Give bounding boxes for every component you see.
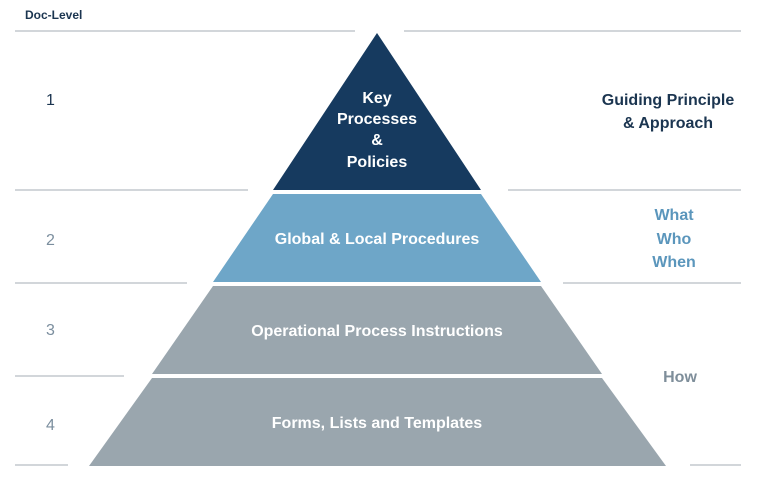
doc-level-header: Doc-Level — [25, 8, 82, 22]
separator-lines — [15, 30, 741, 466]
pyramid-tier-4 — [89, 378, 666, 466]
pyramid-tier-1 — [273, 33, 481, 190]
tier-4-label: Forms, Lists and Templates — [272, 415, 483, 432]
tier-1-line: Processes — [337, 111, 417, 128]
tier-1-line: & — [371, 132, 383, 149]
level-number-2: 2 — [46, 232, 55, 249]
pyramid-tier-2 — [213, 194, 541, 282]
tier-1-line: Key — [362, 90, 391, 107]
side-label-level-2: When — [652, 254, 696, 271]
side-label-how: How — [663, 369, 697, 386]
tier-1-label: Key Processes & Policies — [337, 90, 417, 171]
side-label-level-2: Who — [657, 231, 692, 248]
level-number-4: 4 — [46, 417, 55, 434]
side-label-level-1: & Approach — [623, 115, 713, 132]
tier-2-label: Global & Local Procedures — [275, 231, 480, 248]
side-label-level-2: What — [654, 207, 694, 224]
pyramid-tier-3 — [152, 286, 602, 374]
side-label-level-1: Guiding Principle — [602, 92, 735, 109]
tier-1-line: Policies — [347, 154, 408, 171]
level-number-3: 3 — [46, 322, 55, 339]
tier-3-label: Operational Process Instructions — [251, 323, 503, 340]
level-number-1: 1 — [46, 92, 55, 109]
